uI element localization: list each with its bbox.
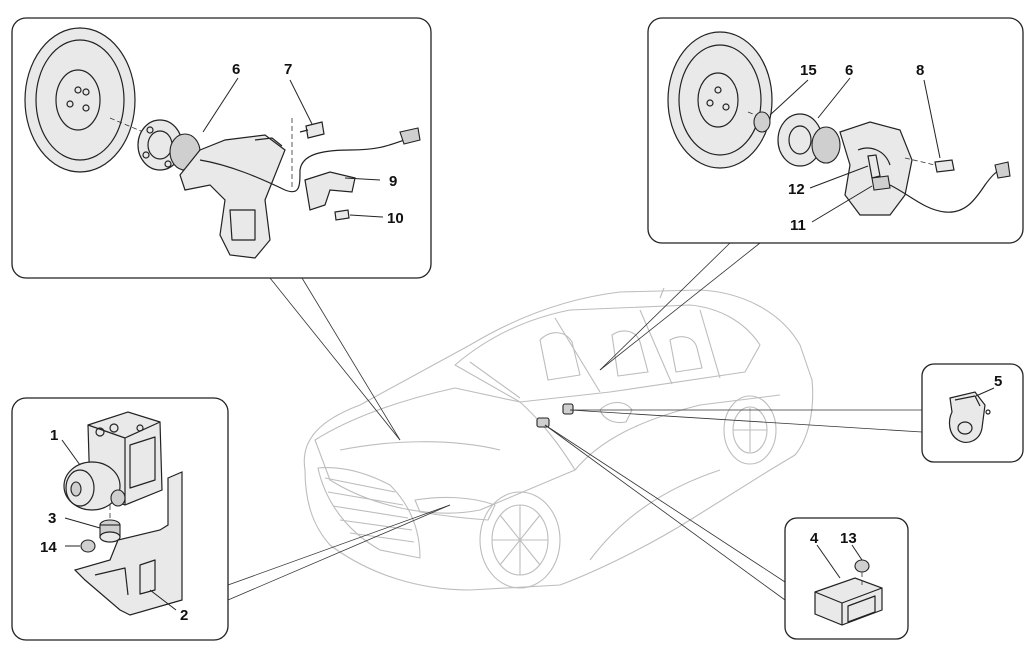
front-steering-knuckle (179, 134, 286, 259)
rear-sensor-connector (994, 161, 1011, 179)
panel-rear-wheel-sensor: 15 6 8 12 11 (647, 17, 1024, 244)
rear-sensor-cable (889, 169, 1001, 213)
callout-12: 12 (788, 181, 805, 198)
bracket-screw (334, 209, 350, 221)
panel-leader-lines (227, 242, 923, 601)
callout-13: 13 (840, 530, 857, 547)
rear-hub-spacer (753, 111, 771, 133)
callout-4: 4 (810, 530, 819, 547)
steering-angle-sensor (948, 391, 991, 443)
front-sensor-bolt (299, 121, 325, 139)
callout-15: 15 (800, 62, 817, 79)
rear-caliper-bolt (934, 159, 955, 173)
front-hub-bearing (137, 119, 201, 171)
front-brake-disc (24, 27, 136, 173)
rear-wheel-speed-sensor (871, 175, 891, 191)
abs-rubber-mount (99, 519, 121, 543)
callout-10: 10 (387, 210, 404, 227)
callout-8: 8 (916, 62, 924, 79)
callout-7: 7 (284, 61, 292, 78)
panel-steering-sensor: 5 (921, 363, 1024, 463)
front-sensor-connector (399, 127, 421, 145)
sensor-bracket (304, 171, 356, 211)
front-sensor-cable (199, 137, 411, 193)
callout-5: 5 (994, 373, 1002, 390)
abs-mount-nut (80, 539, 96, 553)
yaw-rate-sensor (814, 577, 883, 626)
abs-hydraulic-unit (63, 411, 163, 511)
yaw-sensor-location-marker (536, 417, 550, 428)
callout-9: 9 (389, 173, 397, 190)
rear-hub-bearing (777, 113, 841, 167)
panel-front-wheel-sensor: 6 7 9 10 (11, 17, 432, 279)
callout-2: 2 (180, 607, 188, 624)
rear-sensor-bolt-12 (867, 154, 881, 179)
panel-yaw-sensor: 4 13 (784, 517, 909, 640)
steering-sensor-location-marker (562, 403, 574, 415)
panel-abs-unit: 1 3 14 2 (11, 397, 229, 641)
callout-6-rear: 6 (845, 62, 853, 79)
callout-3: 3 (48, 510, 56, 527)
callout-1: 1 (50, 427, 58, 444)
callout-11: 11 (790, 217, 806, 234)
rear-brake-disc (667, 31, 773, 169)
callout-14: 14 (40, 539, 57, 556)
callout-6-front: 6 (232, 61, 240, 78)
car-illustration (303, 287, 814, 591)
